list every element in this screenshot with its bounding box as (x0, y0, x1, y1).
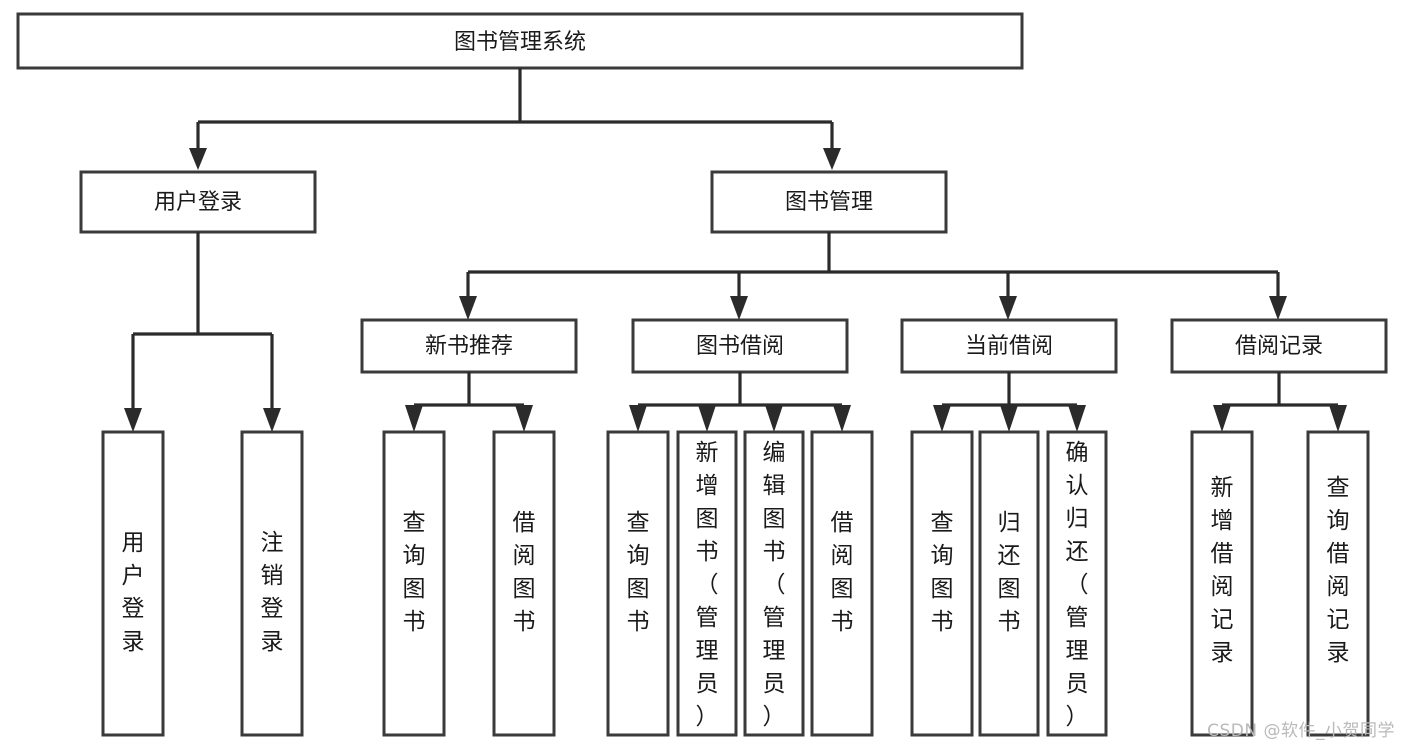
arrow-to-borrow-record (1269, 296, 1287, 320)
node-current-borrow[interactable]: 当前借阅 (900, 318, 1118, 374)
connector-current-borrow-to-leaves (933, 372, 1086, 432)
leaf-query-book-2-box[interactable] (606, 430, 670, 737)
leaf-add-record-label: 新增借阅记录 (1211, 475, 1234, 666)
leaf-borrow-book-2-label: 借阅图书 (831, 510, 854, 635)
arrow-to-leaf-query-book-3 (933, 405, 951, 432)
node-borrow-record[interactable]: 借阅记录 (1170, 318, 1388, 374)
leaf-confirm-return-box[interactable] (1046, 430, 1108, 737)
arrow-to-new-book-recommend (459, 296, 477, 320)
leaf-borrow-book-1-label: 借阅图书 (513, 510, 536, 635)
node-user-login[interactable]: 用户登录 (79, 170, 317, 234)
leaf-return-book-box[interactable] (978, 430, 1040, 737)
arrow-to-leaf-add-record (1213, 405, 1231, 432)
leaf-query-book-3[interactable]: 查询图书 (910, 430, 974, 737)
book-borrow-label: 图书借阅 (696, 334, 784, 359)
arrow-to-user-login (189, 148, 207, 170)
new-book-recommend-label: 新书推荐 (425, 334, 513, 359)
new-book-recommend-box[interactable] (360, 318, 578, 374)
leaf-user-login-label: 用户登录 (122, 530, 145, 655)
leaf-query-book-1[interactable]: 查询图书 (382, 430, 446, 737)
arrow-to-current-borrow (999, 296, 1017, 320)
leaf-user-login-box[interactable] (101, 430, 165, 737)
leaf-add-book[interactable]: 新增图书（管理员） (676, 430, 738, 737)
node-book-borrow[interactable]: 图书借阅 (631, 318, 849, 374)
leaf-logout-login-label: 注销登录 (261, 530, 284, 655)
connector-book-borrow-to-leaves (629, 372, 851, 432)
leaf-add-record-box[interactable] (1190, 430, 1254, 737)
leaf-query-book-2[interactable]: 查询图书 (606, 430, 670, 737)
book-management-label: 图书管理 (785, 190, 873, 215)
leaf-add-record[interactable]: 新增借阅记录 (1190, 430, 1254, 737)
leaf-borrow-book-1[interactable]: 借阅图书 (492, 430, 556, 737)
leaf-add-book-label: 新增图书（管理员） (696, 440, 719, 730)
leaf-query-book-3-box[interactable] (910, 430, 974, 737)
leaf-confirm-return[interactable]: 确认归还（管理员） (1046, 430, 1108, 737)
leaf-return-book[interactable]: 归还图书 (978, 430, 1040, 737)
connector-user-login-to-leaves (124, 232, 281, 432)
node-root[interactable]: 图书管理系统 (16, 12, 1024, 70)
arrow-to-leaf-return-book (1000, 405, 1018, 432)
arrow-to-leaf-borrow-book-1 (515, 405, 533, 432)
leaf-query-book-2-label: 查询图书 (627, 510, 650, 635)
arrow-to-leaf-query-book-1 (405, 405, 423, 432)
borrow-record-label: 借阅记录 (1235, 334, 1323, 359)
current-borrow-label: 当前借阅 (965, 334, 1053, 359)
arrow-to-leaf-query-record (1329, 405, 1347, 432)
connector-borrow-record-to-leaves (1213, 372, 1347, 432)
user-login-box[interactable] (79, 170, 317, 234)
connector-root-to-level2 (189, 68, 841, 170)
leaf-user-login[interactable]: 用户登录 (101, 430, 165, 737)
leaf-confirm-return-label: 确认归还（管理员） (1066, 440, 1089, 730)
arrow-to-leaf-edit-book (765, 405, 783, 432)
node-book-management[interactable]: 图书管理 (710, 170, 948, 234)
leaf-borrow-book-2-box[interactable] (810, 430, 874, 737)
leaf-query-record-box[interactable] (1306, 430, 1370, 737)
arrow-to-book-borrow (730, 296, 748, 320)
arrow-to-leaf-user-login (124, 408, 142, 432)
leaf-query-record[interactable]: 查询借阅记录 (1306, 430, 1370, 737)
leaf-query-record-label: 查询借阅记录 (1327, 475, 1350, 666)
arrow-to-leaf-add-book (698, 405, 716, 432)
csdn-watermark: CSDN @软件_小贺同学 (1207, 721, 1395, 741)
arrow-to-leaf-query-book-2 (629, 405, 647, 432)
leaf-query-book-3-label: 查询图书 (931, 510, 954, 635)
arrow-to-leaf-borrow-book-2 (833, 405, 851, 432)
leaf-query-book-1-label: 查询图书 (403, 510, 426, 635)
leaf-edit-book-label: 编辑图书（管理员） (763, 440, 786, 730)
node-new-book-recommend[interactable]: 新书推荐 (360, 318, 578, 374)
leaf-return-book-label: 归还图书 (998, 510, 1021, 635)
arrow-to-leaf-logout-login (263, 408, 281, 432)
leaf-edit-book-box[interactable] (743, 430, 805, 737)
root-label: 图书管理系统 (454, 30, 586, 55)
leaf-query-book-1-box[interactable] (382, 430, 446, 737)
connector-new-book-recommend-to-leaves (405, 372, 533, 432)
leaf-borrow-book-2[interactable]: 借阅图书 (810, 430, 874, 737)
arrow-to-leaf-confirm-return (1068, 405, 1086, 432)
leaf-edit-book[interactable]: 编辑图书（管理员） (743, 430, 805, 737)
root-box[interactable] (16, 12, 1024, 70)
connector-book-management-to-level3 (459, 232, 1287, 320)
current-borrow-box[interactable] (900, 318, 1118, 374)
arrow-to-book-management (823, 148, 841, 170)
user-login-label: 用户登录 (154, 190, 242, 215)
leaf-logout-login[interactable]: 注销登录 (240, 430, 304, 737)
leaf-add-book-box[interactable] (676, 430, 738, 737)
leaf-logout-login-box[interactable] (240, 430, 304, 737)
leaf-borrow-book-1-box[interactable] (492, 430, 556, 737)
